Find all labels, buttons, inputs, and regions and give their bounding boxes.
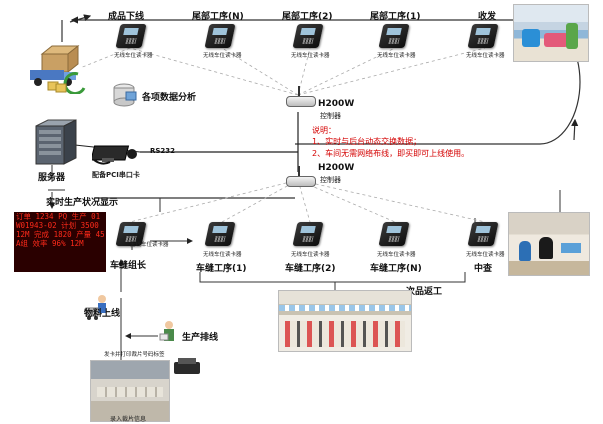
server-icon xyxy=(35,119,77,165)
reader-caption: 无线车位读卡器 xyxy=(291,53,330,59)
bottom-label-sewing-n: 车缝工序(N) xyxy=(370,264,422,274)
server-label: 服务器 xyxy=(38,173,66,183)
led-line: A组 效率 96% 12M xyxy=(16,239,84,248)
reader-caption: 无线车位读卡器 xyxy=(130,242,169,248)
top-label-tail-process-2: 尾部工序(2) xyxy=(282,12,333,22)
bottom-label-sewing-2: 车缝工序(2) xyxy=(285,264,336,274)
controller-top-router-icon xyxy=(286,86,316,107)
reader-caption: 无线车位读卡器 xyxy=(291,252,330,258)
led-line: W01943-02 计划 3500 xyxy=(16,221,99,230)
top-label-finished-goods: 成品下线 xyxy=(108,12,145,22)
worker-icon xyxy=(159,321,174,341)
input-label: 录入裁片信息 xyxy=(110,416,147,423)
card-reader-icon xyxy=(467,222,499,246)
card-reader-icon xyxy=(292,222,324,246)
controller-bottom-router-icon xyxy=(286,166,316,187)
notes-item-1: 1、实时与后台动态交换数据； xyxy=(312,137,422,146)
delivery-truck-icon xyxy=(30,44,86,94)
reader-caption: 无线车位读卡器 xyxy=(466,53,505,59)
card-reader-icon xyxy=(204,24,236,48)
notes-item-2: 2、车间无需网络布线，即买即可上线使用。 xyxy=(312,149,470,158)
production-label: 生产排线 xyxy=(182,333,219,343)
reader-caption: 无线车位读卡器 xyxy=(114,53,153,59)
led-line: 订单 1234 PQ 生产 01 xyxy=(16,212,101,221)
rework-label: 次品返工 xyxy=(406,287,443,297)
pci-label: 配备PCI串口卡 xyxy=(92,171,140,179)
pci-card-icon xyxy=(92,145,137,165)
bottom-label-team-leader: 车缝组长 xyxy=(110,261,147,271)
material-label: 物料上线 xyxy=(84,309,121,319)
card-reader-icon xyxy=(467,24,499,48)
bottom-label-inspection: 中查 xyxy=(474,264,493,274)
card-reader-icon xyxy=(378,24,410,48)
loop-right-arrow xyxy=(571,118,579,141)
controller-bottom-model: H200W xyxy=(318,163,355,173)
reader-caption: 无线车位读卡器 xyxy=(203,252,242,258)
print-label: 发卡并打印裁片号码标签 xyxy=(104,352,165,358)
card-reader-icon xyxy=(115,24,147,48)
controller-top-model: H200W xyxy=(318,99,355,109)
reader-caption: 无线车位读卡器 xyxy=(377,252,416,258)
loop-top-arrow xyxy=(69,14,92,23)
led-line: 12M 完成 1820 产量 45 xyxy=(16,230,105,239)
rs232-label: RS232 xyxy=(150,147,176,155)
card-reader-icon xyxy=(292,24,324,48)
reader-caption: 无线车位读卡器 xyxy=(466,252,505,258)
worker-cart-icon xyxy=(85,295,106,320)
notes-title: 说明： xyxy=(312,126,336,135)
rs232-line xyxy=(140,112,299,172)
led-display: 订单 1234 PQ 生产 01 W01943-02 计划 3500 12M 完… xyxy=(14,212,106,272)
analysis-label: 各项数据分析 xyxy=(142,93,197,103)
realtime-display-label: 实时生产状况显示 xyxy=(46,198,119,208)
card-printer-icon xyxy=(174,358,200,374)
reader-caption: 无线车位读卡器 xyxy=(377,53,416,59)
controller-bottom-caption: 控制器 xyxy=(320,176,341,184)
top-label-tail-process-1: 尾部工序(1) xyxy=(370,12,421,22)
top-label-tail-process-n: 尾部工序(N) xyxy=(192,12,244,22)
top-label-receive-send: 收发 xyxy=(478,12,497,22)
card-reader-icon xyxy=(378,222,410,246)
receiving-photo xyxy=(513,4,589,62)
rework-bracket xyxy=(199,272,466,283)
factory-floor-photo xyxy=(278,290,412,352)
reader-caption: 无线车位读卡器 xyxy=(203,53,242,59)
cutting-room-photo xyxy=(90,360,170,422)
controller-top-caption: 控制器 xyxy=(320,112,341,120)
inspection-photo xyxy=(508,212,590,276)
bottom-label-sewing-1: 车缝工序(1) xyxy=(196,264,247,274)
card-reader-icon xyxy=(204,222,236,246)
database-icon xyxy=(113,83,137,107)
